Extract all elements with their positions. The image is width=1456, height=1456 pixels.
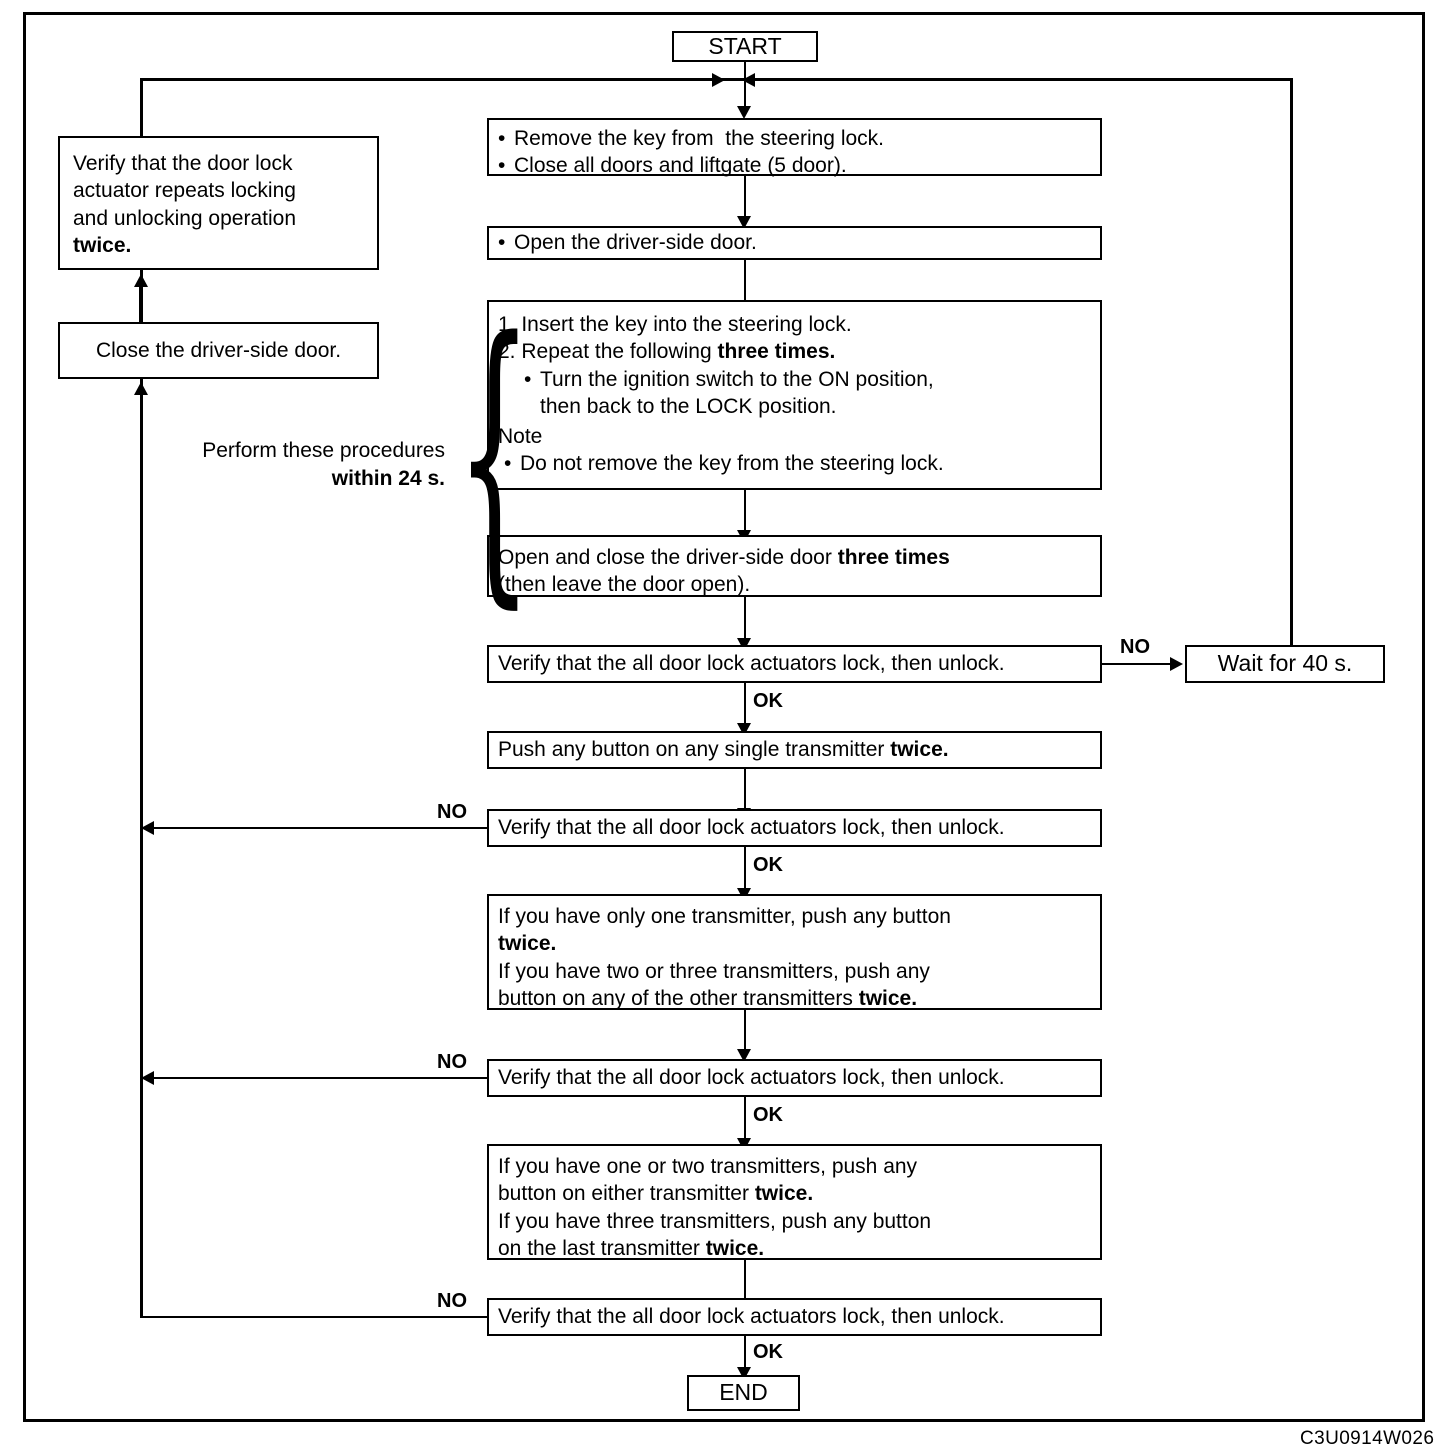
verify-actuator-line-3: and unlocking operation bbox=[73, 206, 297, 230]
node-close-door[interactable]: Close the driver-side door. bbox=[58, 322, 379, 379]
edge-verify3-no bbox=[152, 1076, 487, 1079]
prepare-line-1: •Remove the key from the steering lock. bbox=[498, 125, 1091, 152]
key-ignition-note-heading: Note bbox=[498, 425, 543, 449]
return-rail-arrow-into-start-left bbox=[712, 72, 725, 87]
verify-actuator-line-1: Verify that the door lock bbox=[73, 152, 293, 175]
close-door-label: Close the driver-side door. bbox=[95, 338, 342, 362]
edge-label-no-1: NO bbox=[1120, 636, 1150, 658]
open-close-line-2: (then leave the door open). bbox=[498, 573, 751, 597]
edge-verify3-ok bbox=[743, 1097, 746, 1145]
push-last-line-3: If you have three transmitters, push any… bbox=[498, 1209, 932, 1233]
wait-40s-label: Wait for 40 s. bbox=[1217, 650, 1353, 677]
push-other-line-2: twice. bbox=[498, 932, 557, 956]
node-verify-actuator-twice[interactable]: Verify that the door lock actuator repea… bbox=[58, 136, 379, 270]
bullet-icon: • bbox=[498, 154, 506, 178]
arrow-prepare-to-open-door bbox=[737, 216, 751, 229]
node-open-door[interactable]: •Open the driver-side door. bbox=[487, 226, 1102, 260]
verify-4-label: Verify that the all door lock actuators … bbox=[498, 1305, 1005, 1329]
verify-1-label: Verify that the all door lock actuators … bbox=[498, 652, 1005, 676]
reference-code: C3U0914W026 bbox=[1300, 1428, 1435, 1449]
node-verify-3[interactable]: Verify that the all door lock actuators … bbox=[487, 1059, 1102, 1097]
bullet-icon: • bbox=[524, 367, 532, 391]
return-rail-right-vertical bbox=[1290, 78, 1293, 646]
arrow-verify3-no bbox=[141, 1071, 154, 1085]
edge-label-ok-1: OK bbox=[753, 690, 783, 712]
within-24s-brace: { bbox=[456, 280, 533, 635]
within-24s-note: Perform these procedures within 24 s. bbox=[150, 437, 445, 492]
node-push-single[interactable]: Push any button on any single transmitte… bbox=[487, 731, 1102, 769]
key-ignition-line-3: •Turn the ignition switch to the ON posi… bbox=[498, 366, 1091, 393]
arrow-push-other-to-verify3 bbox=[737, 1049, 751, 1062]
arrow-rail-to-close-door bbox=[134, 382, 148, 395]
edge-push-other-to-verify3 bbox=[743, 1010, 746, 1056]
return-rail-left-vertical bbox=[140, 78, 143, 1316]
bullet-icon: • bbox=[498, 231, 506, 255]
edge-start-to-prepare bbox=[743, 62, 746, 112]
end-label: END bbox=[719, 1379, 768, 1406]
key-ignition-line-2: 2. Repeat the following three times. bbox=[498, 340, 836, 364]
bullet-icon: • bbox=[504, 452, 512, 476]
push-other-line-3: If you have two or three transmitters, p… bbox=[498, 959, 930, 983]
node-prepare[interactable]: •Remove the key from the steering lock. … bbox=[487, 118, 1102, 179]
node-verify-1[interactable]: Verify that the all door lock actuators … bbox=[487, 645, 1102, 683]
push-other-line-4: button on any of the other transmitters … bbox=[498, 986, 918, 1010]
within-24s-line-2: within 24 s. bbox=[331, 466, 445, 490]
edge-open-close-to-verify1 bbox=[743, 597, 746, 645]
page-border bbox=[23, 12, 1425, 1422]
key-ignition-note-line: •Do not remove the key from the steering… bbox=[498, 450, 1091, 477]
key-ignition-line-4: then back to the LOCK position. bbox=[540, 394, 837, 418]
edge-verify4-ok bbox=[743, 1336, 746, 1374]
edge-verify4-no bbox=[140, 1315, 487, 1318]
arrow-verify2-no bbox=[141, 821, 154, 835]
push-last-line-4: on the last transmitter twice. bbox=[498, 1236, 765, 1260]
return-rail-arrow-into-start-right bbox=[742, 72, 755, 87]
edge-label-no-3: NO bbox=[437, 1051, 467, 1073]
edge-verify1-no bbox=[1102, 662, 1172, 665]
node-wait-40s[interactable]: Wait for 40 s. bbox=[1185, 645, 1385, 683]
edge-verify2-no bbox=[152, 826, 487, 829]
start-label: START bbox=[708, 32, 782, 59]
within-24s-line-1: Perform these procedures bbox=[202, 439, 445, 462]
push-other-line-1: If you have only one transmitter, push a… bbox=[498, 905, 951, 928]
edge-label-no-4: NO bbox=[437, 1290, 467, 1312]
prepare-line-2: •Close all doors and liftgate (5 door). bbox=[498, 152, 1091, 179]
key-ignition-line-1: 1. Insert the key into the steering lock… bbox=[498, 313, 852, 336]
push-single-label: Push any button on any single transmitte… bbox=[498, 738, 949, 762]
arrow-verify1-no bbox=[1170, 657, 1183, 671]
open-door-line-1: •Open the driver-side door. bbox=[498, 229, 757, 256]
edge-push-single-to-verify2 bbox=[743, 769, 746, 815]
open-close-line-1: Open and close the driver-side door thre… bbox=[498, 546, 950, 569]
edge-label-ok-2: OK bbox=[753, 854, 783, 876]
arrow-close-door-to-verify-actuator bbox=[133, 274, 148, 287]
edge-label-ok-4: OK bbox=[753, 1341, 783, 1363]
push-last-line-1: If you have one or two transmitters, pus… bbox=[498, 1155, 918, 1178]
node-start[interactable]: START bbox=[672, 31, 818, 62]
edge-close-door-to-verify-actuator bbox=[139, 282, 142, 324]
node-push-other[interactable]: If you have only one transmitter, push a… bbox=[487, 894, 1102, 1010]
edge-prepare-to-open-door bbox=[743, 176, 746, 222]
edge-push-last-to-verify4 bbox=[743, 1260, 746, 1306]
node-verify-4[interactable]: Verify that the all door lock actuators … bbox=[487, 1298, 1102, 1336]
verify-2-label: Verify that the all door lock actuators … bbox=[498, 816, 1005, 840]
node-verify-2[interactable]: Verify that the all door lock actuators … bbox=[487, 809, 1102, 847]
verify-actuator-line-2: actuator repeats locking bbox=[73, 179, 296, 203]
edge-open-door-to-key bbox=[743, 260, 746, 308]
bullet-icon: • bbox=[498, 127, 506, 150]
node-end[interactable]: END bbox=[687, 1375, 800, 1411]
node-push-last[interactable]: If you have one or two transmitters, pus… bbox=[487, 1144, 1102, 1260]
node-key-ignition[interactable]: 1. Insert the key into the steering lock… bbox=[487, 300, 1102, 490]
edge-verify1-ok bbox=[743, 683, 746, 729]
verify-actuator-line-4: twice. bbox=[73, 233, 132, 257]
edge-key-to-open-close bbox=[743, 490, 746, 536]
verify-3-label: Verify that the all door lock actuators … bbox=[498, 1066, 1005, 1090]
edge-verify2-ok bbox=[743, 847, 746, 895]
node-open-close-door[interactable]: Open and close the driver-side door thre… bbox=[487, 535, 1102, 597]
edge-label-no-2: NO bbox=[437, 801, 467, 823]
push-last-line-2: button on either transmitter twice. bbox=[498, 1182, 814, 1206]
arrow-start-to-prepare bbox=[737, 106, 751, 119]
edge-label-ok-3: OK bbox=[753, 1104, 783, 1126]
